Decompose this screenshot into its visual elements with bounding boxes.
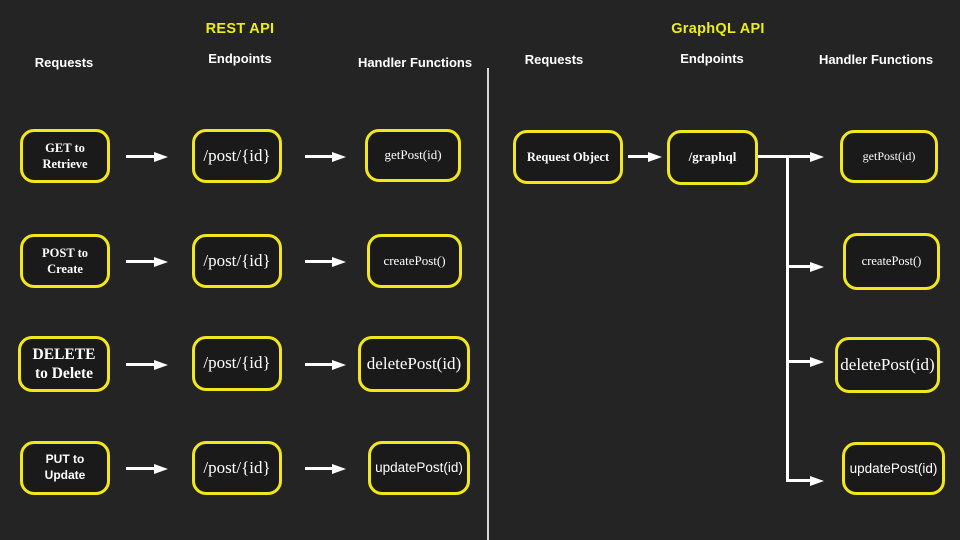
section-divider <box>487 68 489 540</box>
rest-endpoint-delete-label: /post/{id} <box>203 353 271 373</box>
graphql-api-title: GraphQL API <box>671 21 765 37</box>
rest-handler-post-label: createPost() <box>383 252 446 268</box>
rest-handler-get-label: getPost(id) <box>384 147 442 163</box>
arrow-right-icon <box>758 155 810 158</box>
graphql-handlers-header: Handler Functions <box>818 52 934 67</box>
rest-request-delete-label: DELETE to Delete <box>32 345 96 382</box>
graphql-handler-get-label: getPost(id) <box>862 148 916 163</box>
rest-endpoint-get-box: /post/{id} <box>192 129 282 183</box>
graphql-endpoint-box: /graphql <box>667 130 758 185</box>
rest-request-post-box: POST to Create <box>20 234 110 288</box>
arrow-right-icon <box>628 155 648 158</box>
arrow-right-icon <box>305 467 332 470</box>
arrow-right-icon <box>305 363 332 366</box>
arrow-right-icon <box>126 260 154 263</box>
rest-endpoint-put-label: /post/{id} <box>203 457 271 477</box>
graphql-endpoint-label: /graphql <box>688 149 737 165</box>
arrow-right-icon <box>126 363 154 366</box>
arrow-right-icon <box>787 479 810 482</box>
rest-endpoint-post-label: /post/{id} <box>203 250 271 270</box>
rest-endpoints-header: Endpoints <box>208 51 272 66</box>
graphql-handler-create-label: createPost() <box>861 254 922 269</box>
graphql-endpoints-header: Endpoints <box>680 51 744 66</box>
graphql-request-object-box: Request Object <box>513 130 623 184</box>
graphql-handler-delete-box: deletePost(id) <box>835 337 940 393</box>
rest-request-put-label: PUT to Update <box>44 452 86 482</box>
rest-endpoint-delete-box: /post/{id} <box>192 336 282 391</box>
arrow-right-icon <box>305 260 332 263</box>
rest-requests-header: Requests <box>34 55 94 70</box>
rest-endpoint-get-label: /post/{id} <box>203 145 271 165</box>
graphql-handler-update-box: updatePost(id) <box>842 442 945 495</box>
branch-trunk-line <box>786 155 789 482</box>
graphql-handler-update-label: updatePost(id) <box>849 460 938 476</box>
graphql-handler-delete-label: deletePost(id) <box>840 354 935 374</box>
arrow-right-icon <box>305 155 332 158</box>
rest-handler-put-box: updatePost(id) <box>368 441 470 495</box>
rest-handler-delete-label: deletePost(id) <box>366 353 462 373</box>
rest-request-post-label: POST to Create <box>42 245 88 276</box>
rest-request-get-box: GET to Retrieve <box>20 129 110 183</box>
rest-handler-put-label: updatePost(id) <box>375 460 463 476</box>
rest-endpoint-post-box: /post/{id} <box>192 234 282 288</box>
arrow-right-icon <box>787 360 810 363</box>
rest-handler-delete-box: deletePost(id) <box>358 336 470 392</box>
arrow-right-icon <box>126 467 154 470</box>
graphql-requests-header: Requests <box>524 52 584 67</box>
graphql-request-object-label: Request Object <box>526 149 610 164</box>
rest-request-get-label: GET to Retrieve <box>42 140 88 171</box>
rest-request-delete-box: DELETE to Delete <box>18 336 110 392</box>
rest-handlers-header: Handler Functions <box>357 55 473 70</box>
rest-handler-get-box: getPost(id) <box>365 129 461 182</box>
arrow-right-icon <box>126 155 154 158</box>
rest-handler-post-box: createPost() <box>367 234 462 288</box>
rest-endpoint-put-box: /post/{id} <box>192 441 282 495</box>
rest-api-title: REST API <box>205 21 275 37</box>
rest-request-put-box: PUT to Update <box>20 441 110 495</box>
graphql-handler-create-box: createPost() <box>843 233 940 290</box>
arrow-right-icon <box>787 265 810 268</box>
graphql-handler-get-box: getPost(id) <box>840 130 938 183</box>
